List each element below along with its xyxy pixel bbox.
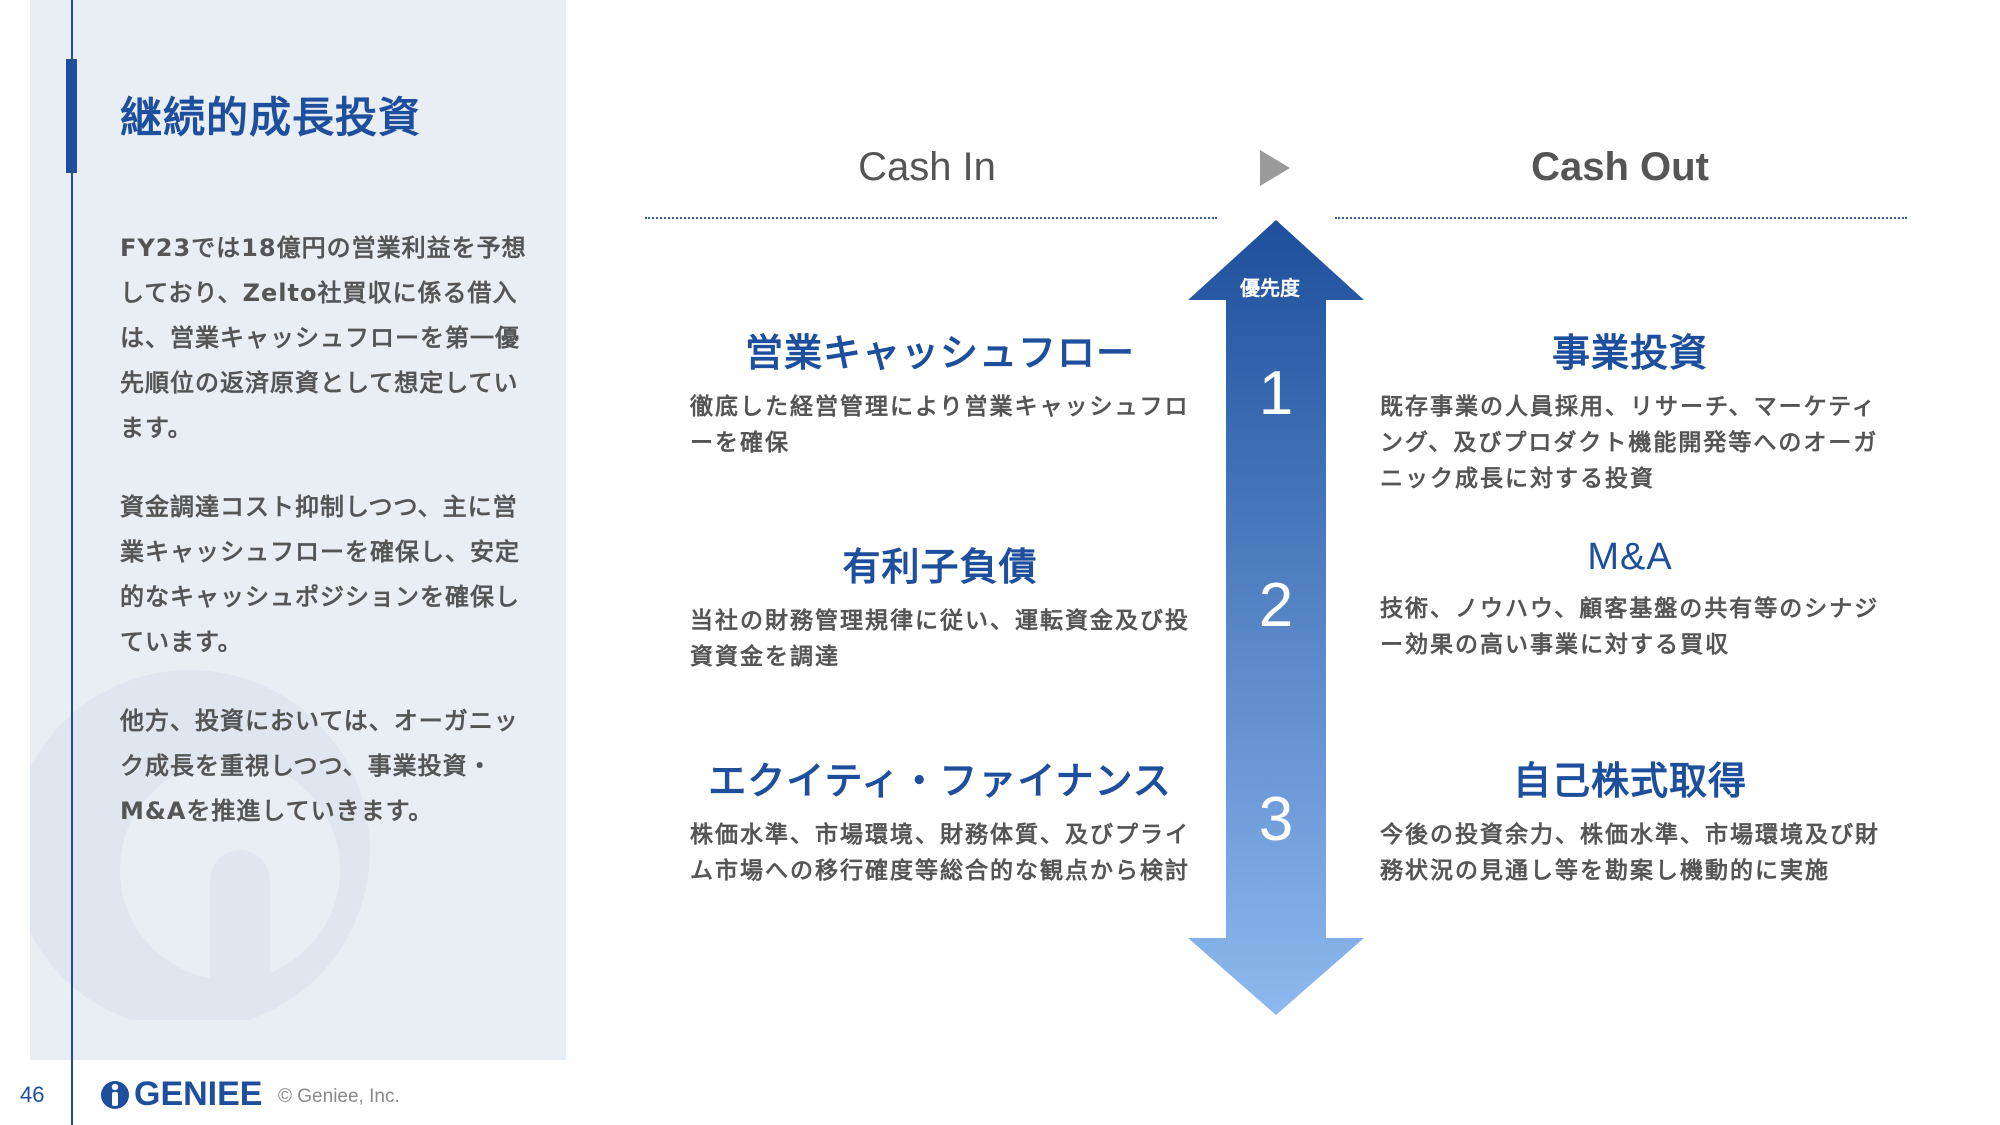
cash-out-item-2: M&A 技術、ノウハウ、顧客基盤の共有等のシナジー効果の高い事業に対する買収	[1380, 536, 1880, 663]
cash-out-divider	[1335, 217, 1907, 219]
cash-out-item-desc: 今後の投資余力、株価水準、市場環境及び財務状況の見通し等を勘案し機動的に実施	[1380, 822, 1880, 884]
cash-out-item-desc: 既存事業の人員採用、リサーチ、マーケティング、及びプロダクト機能開発等へのオーガ…	[1380, 394, 1879, 492]
cash-out-heading: Cash Out	[1531, 145, 1709, 189]
left-description: FY23では18億円の営業利益を予想しており、Zelto社買収に係る借入は、営業…	[120, 226, 540, 868]
left-paragraph-2: 資金調達コスト抑制しつつ、主に営業キャッシュフローを確保し、安定的なキャッシュポ…	[120, 493, 520, 656]
page-title: 継続的成長投資	[120, 93, 422, 142]
cash-in-item-title: 営業キャッシュフロー	[744, 331, 1135, 375]
cash-in-item-title: エクイティ・ファイナンス	[708, 759, 1172, 803]
priority-number-1: 1	[1258, 359, 1294, 428]
priority-number-2: 2	[1258, 571, 1294, 640]
cash-out-item-desc: 技術、ノウハウ、顧客基盤の共有等のシナジー効果の高い事業に対する買収	[1380, 596, 1880, 658]
cash-out-item-title: M&A	[1587, 536, 1673, 578]
title-accent-bar	[66, 59, 77, 173]
copyright: © Geniee, Inc.	[278, 1086, 400, 1107]
cash-out-item-title: 事業投資	[1551, 331, 1708, 375]
cash-in-item-3: エクイティ・ファイナンス 株価水準、市場環境、財務体質、及びプライム市場への移行…	[690, 750, 1190, 889]
cash-in-item-desc: 株価水準、市場環境、財務体質、及びプライム市場への移行確度等総合的な観点から検討	[690, 822, 1190, 884]
logo-text: GENIEE	[134, 1074, 263, 1113]
geniee-logo-icon	[101, 1081, 129, 1109]
cash-in-divider	[645, 217, 1217, 219]
cash-in-item-desc: 当社の財務管理規律に従い、運転資金及び投資資金を調達	[690, 608, 1190, 670]
left-paragraph-3: 他方、投資においては、オーガニック成長を重視しつつ、事業投資・M&Aを推進してい…	[120, 707, 519, 825]
left-divider-line	[71, 0, 73, 1125]
cash-in-heading: Cash In	[858, 145, 996, 189]
priority-label: 優先度	[1240, 276, 1300, 300]
cash-in-item-2: 有利子負債 当社の財務管理規律に従い、運転資金及び投資資金を調達	[690, 536, 1190, 675]
left-panel	[30, 0, 566, 1060]
double-arrow-icon	[1188, 220, 1364, 1015]
cash-in-item-1: 営業キャッシュフロー 徹底した経営管理により営業キャッシュフローを確保	[690, 322, 1190, 461]
left-paragraph-1: FY23では18億円の営業利益を予想しており、Zelto社買収に係る借入は、営業…	[120, 234, 527, 442]
watermark-logo-icon	[30, 670, 370, 1020]
page-number: 46	[20, 1082, 45, 1107]
logo: GENIEE	[100, 1074, 263, 1113]
triangle-right-icon	[1260, 150, 1290, 186]
cash-in-item-title: 有利子負債	[842, 545, 1038, 589]
cash-out-item-3: 自己株式取得 今後の投資余力、株価水準、市場環境及び財務状況の見通し等を勘案し機…	[1380, 750, 1880, 889]
cash-out-item-title: 自己株式取得	[1512, 759, 1747, 803]
cash-in-item-desc: 徹底した経営管理により営業キャッシュフローを確保	[690, 394, 1190, 456]
priority-number-3: 3	[1258, 785, 1294, 854]
cash-out-item-1: 事業投資 既存事業の人員採用、リサーチ、マーケティング、及びプロダクト機能開発等…	[1380, 322, 1880, 497]
